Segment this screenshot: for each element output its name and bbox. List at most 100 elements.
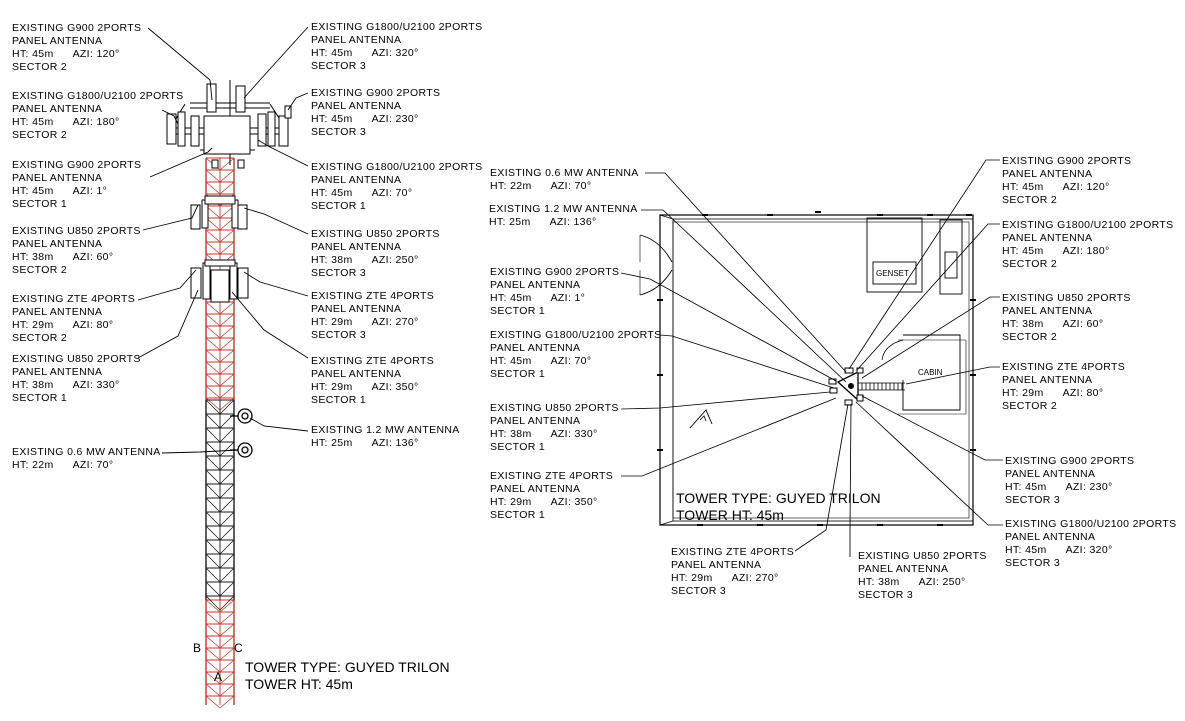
label-line: HT: 38m AZI: 330° (490, 427, 598, 440)
plan-label-u850-sector3: EXISTING U850 2PORTS PANEL ANTENNA HT: 3… (858, 550, 987, 602)
label-line: SECTOR 2 (1002, 330, 1058, 343)
label-line: EXISTING U850 2PORTS (311, 228, 440, 240)
label-line: HT: 29m AZI: 80° (12, 318, 114, 331)
label-line: EXISTING 1.2 MW ANTENNA (489, 203, 638, 215)
plan-label-zte-sector2: EXISTING ZTE 4PORTS PANEL ANTENNA HT: 29… (1002, 361, 1125, 413)
label-line: SECTOR 1 (12, 391, 68, 404)
label-line: EXISTING ZTE 4PORTS (311, 355, 435, 367)
label-line: HT: 29m AZI: 270° (311, 315, 419, 328)
label-line: HT: 45m AZI: 120° (1002, 180, 1110, 193)
tower-leg-label-b: B (193, 641, 202, 655)
label-line: PANEL ANTENNA (490, 341, 581, 354)
elev-label-mw-0-6: EXISTING 0.6 MW ANTENNA HT: 22m AZI: 70° (12, 446, 161, 472)
elev-label-g900-sector3: EXISTING G900 2PORTS PANEL ANTENNA HT: 4… (311, 87, 440, 139)
plan-label-mw-1-2: EXISTING 1.2 MW ANTENNA HT: 25m AZI: 136… (489, 203, 638, 229)
plan-label-zte-sector1: EXISTING ZTE 4PORTS PANEL ANTENNA HT: 29… (490, 470, 613, 522)
label-line: PANEL ANTENNA (311, 99, 402, 112)
label-line: SECTOR 3 (311, 328, 367, 341)
label-line: HT: 45m AZI: 1° (12, 184, 108, 197)
label-line: SECTOR 2 (1002, 193, 1058, 206)
label-line: EXISTING G900 2PORTS (490, 266, 620, 278)
label-line: PANEL ANTENNA (311, 367, 402, 380)
label-line: HT: 45m AZI: 230° (311, 112, 419, 125)
elevation-leaders (137, 26, 309, 454)
label-line: HT: 29m AZI: 350° (490, 495, 598, 508)
elev-label-g900-sector1: EXISTING G900 2PORTS PANEL ANTENNA HT: 4… (12, 159, 141, 211)
panel-antenna-top-right (257, 105, 292, 147)
label-line: HT: 45m AZI: 70° (490, 354, 592, 367)
plan-label-g1800-sector1: EXISTING G1800/U2100 2PORTS PANEL ANTENN… (490, 329, 662, 381)
plan-label-g900-sector1: EXISTING G900 2PORTS PANEL ANTENNA HT: 4… (490, 266, 619, 318)
label-line: PANEL ANTENNA (1002, 231, 1093, 244)
label-line: EXISTING G1800/U2100 2PORTS (311, 21, 483, 33)
label-line: PANEL ANTENNA (311, 302, 402, 315)
label-line: EXISTING G900 2PORTS (311, 87, 441, 99)
label-line: PANEL ANTENNA (1002, 373, 1093, 386)
label-line: SECTOR 1 (490, 440, 546, 453)
label-line: SECTOR 3 (1005, 493, 1061, 506)
plan-label-zte-sector3: EXISTING ZTE 4PORTS PANEL ANTENNA HT: 29… (671, 546, 794, 598)
label-line: SECTOR 3 (1005, 556, 1061, 569)
label-line: HT: 45m AZI: 1° (490, 291, 586, 304)
label-line: SECTOR 3 (858, 588, 914, 601)
label-line: EXISTING G1800/U2100 2PORTS (1002, 219, 1174, 231)
elev-label-g900-sector2: EXISTING G900 2PORTS PANEL ANTENNA HT: 4… (12, 22, 141, 74)
label-line: HT: 29m AZI: 80° (1002, 386, 1104, 399)
plan-label-g900-sector3: EXISTING G900 2PORTS PANEL ANTENNA HT: 4… (1005, 455, 1134, 507)
elevation-tower-note: TOWER TYPE: GUYED TRILON TOWER HT: 45m (245, 659, 450, 692)
label-line: SECTOR 2 (12, 331, 68, 344)
label-line: PANEL ANTENNA (12, 34, 103, 47)
label-line: PANEL ANTENNA (12, 305, 103, 318)
tower-lattice-black (205, 399, 235, 611)
label-line: EXISTING U850 2PORTS (12, 353, 141, 365)
label-line: HT: 29m AZI: 350° (311, 380, 419, 393)
label-line: SECTOR 3 (311, 266, 367, 279)
label-line: EXISTING 1.2 MW ANTENNA (311, 424, 460, 436)
plan-leaders (620, 159, 1003, 557)
label-line: EXISTING 0.6 MW ANTENNA (12, 446, 161, 458)
label-line: HT: 45m AZI: 120° (12, 47, 120, 60)
label-line: PANEL ANTENNA (490, 414, 581, 427)
label-line: EXISTING G1800/U2100 2PORTS (311, 161, 483, 173)
label-line: PANEL ANTENNA (12, 171, 103, 184)
label-line: PANEL ANTENNA (12, 237, 103, 250)
label-line: EXISTING U850 2PORTS (490, 402, 619, 414)
panel-antenna-top-left (166, 111, 200, 147)
label-line: SECTOR 2 (12, 128, 68, 141)
elev-label-zte-sector1: EXISTING ZTE 4PORTS PANEL ANTENNA HT: 29… (311, 355, 434, 407)
tower-height-text: TOWER HT: 45m (245, 675, 353, 692)
label-line: PANEL ANTENNA (12, 102, 103, 115)
elev-label-g1800-sector1: EXISTING G1800/U2100 2PORTS PANEL ANTENN… (311, 161, 483, 213)
label-line: EXISTING ZTE 4PORTS (12, 293, 136, 305)
label-line: EXISTING ZTE 4PORTS (490, 470, 614, 482)
elev-label-g1800-sector3: EXISTING G1800/U2100 2PORTS PANEL ANTENN… (311, 21, 483, 73)
tower-leg-label-c: C (234, 641, 243, 655)
label-line: HT: 38m AZI: 250° (858, 575, 966, 588)
label-line: PANEL ANTENNA (1002, 304, 1093, 317)
label-line: SECTOR 1 (12, 197, 68, 210)
panel-antenna-u850-group (190, 195, 248, 230)
label-line: SECTOR 1 (311, 199, 367, 212)
plan-label-g1800-sector3: EXISTING G1800/U2100 2PORTS PANEL ANTENN… (1005, 518, 1177, 570)
plan-label-g1800-sector2: EXISTING G1800/U2100 2PORTS PANEL ANTENN… (1002, 219, 1174, 271)
label-line: SECTOR 3 (311, 125, 367, 138)
label-line: PANEL ANTENNA (1005, 467, 1096, 480)
mw-dish-1-2 (230, 408, 253, 424)
panel-antenna-top-center (203, 83, 251, 169)
elev-label-mw-1-2: EXISTING 1.2 MW ANTENNA HT: 25m AZI: 136… (311, 424, 460, 450)
label-line: HT: 45m AZI: 320° (311, 46, 419, 59)
elev-label-u850-sector3: EXISTING U850 2PORTS PANEL ANTENNA HT: 3… (311, 228, 440, 280)
elev-label-u850-sector1: EXISTING U850 2PORTS PANEL ANTENNA HT: 3… (12, 353, 141, 405)
label-line: EXISTING ZTE 4PORTS (671, 546, 795, 558)
panel-antenna-zte-group (190, 259, 249, 303)
label-line: HT: 45m AZI: 320° (1005, 543, 1113, 556)
label-line: HT: 38m AZI: 330° (12, 378, 120, 391)
label-line: SECTOR 2 (12, 263, 68, 276)
label-line: PANEL ANTENNA (671, 558, 762, 571)
label-line: PANEL ANTENNA (311, 240, 402, 253)
plan-label-mw-0-6: EXISTING 0.6 MW ANTENNA HT: 22m AZI: 70° (490, 167, 639, 193)
plan-label-g900-sector2: EXISTING G900 2PORTS PANEL ANTENNA HT: 4… (1002, 155, 1131, 207)
label-line: HT: 29m AZI: 270° (671, 571, 779, 584)
label-line: HT: 38m AZI: 60° (12, 250, 114, 263)
